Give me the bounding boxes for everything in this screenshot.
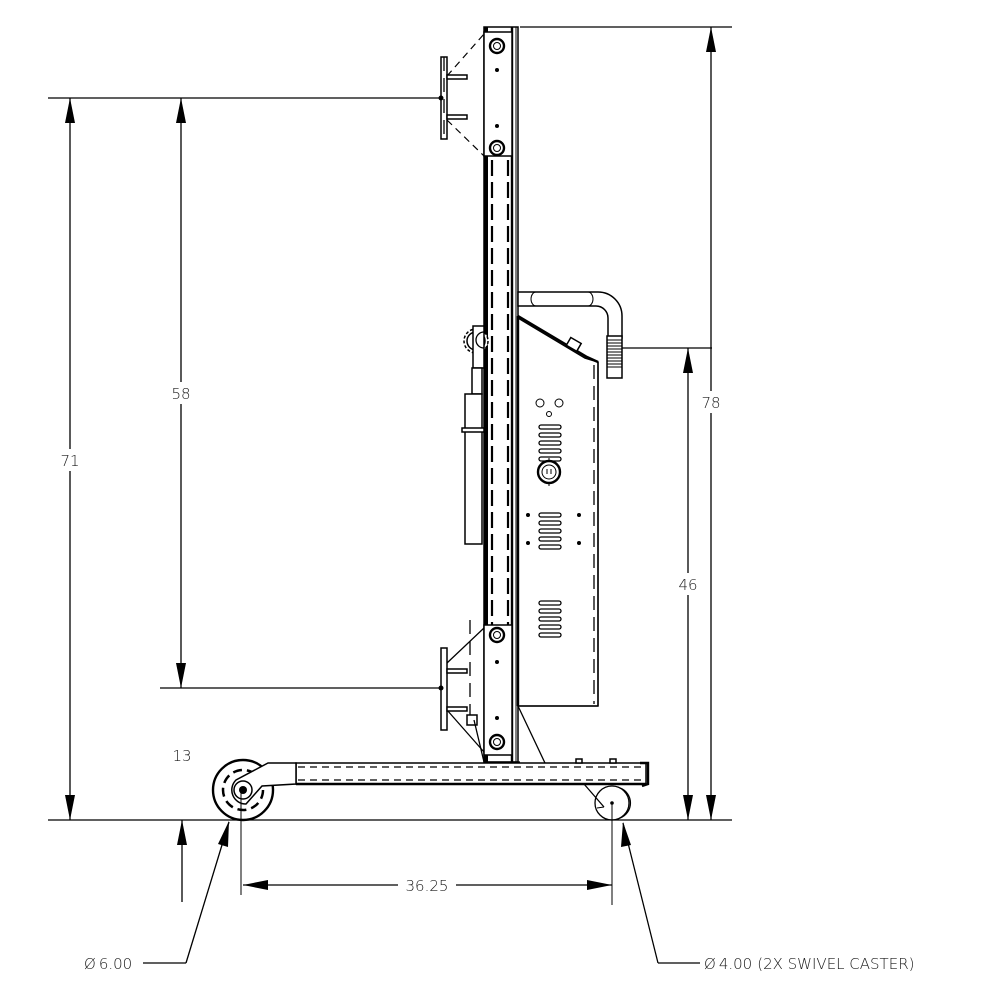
vent-slots-lower: [538, 600, 562, 638]
dim-label-58: 58: [171, 385, 190, 403]
reference-lines: [48, 26, 732, 821]
equipment-enclosure: [516, 314, 599, 707]
rear-wheel: [211, 758, 297, 895]
dim-label-46: 46: [678, 576, 697, 594]
dim-label-13: 13: [172, 747, 191, 765]
vent-slots-middle: [526, 512, 581, 550]
push-handle: [517, 291, 623, 379]
dimension-lower-mount-height: 13: [172, 747, 192, 902]
front-caster: [594, 785, 632, 905]
handle-grip-ribs: [607, 339, 622, 368]
diameter-symbol-icon: Ø: [84, 955, 96, 973]
dimension-overall-height: 78: [698, 27, 724, 820]
lower-mount-bracket: [438, 620, 513, 756]
dimension-clamp-travel: 58: [168, 98, 194, 688]
dim-label-78: 78: [701, 394, 720, 412]
upper-mount-bracket: [438, 31, 513, 157]
power-outlet-icon: [536, 458, 562, 486]
gas-spring: [461, 367, 485, 545]
diameter-symbol-icon: Ø: [704, 955, 716, 973]
dimension-wheelbase: 36.25: [243, 874, 612, 896]
dimension-upper-mount-height: 71: [57, 98, 83, 820]
dim-label-36-25: 36.25: [406, 877, 449, 895]
dimension-handle-height: 46: [675, 348, 701, 820]
crank-gear: [463, 325, 489, 369]
dim-label-71: 71: [60, 452, 79, 470]
base-frame: [295, 705, 650, 808]
